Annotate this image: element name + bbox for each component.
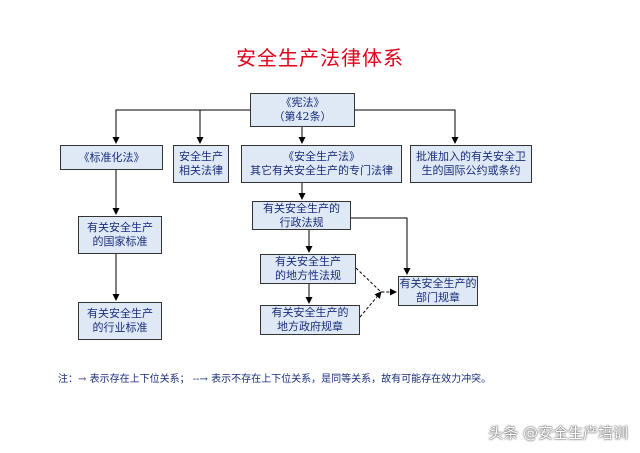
node-local-regulations-line2: 的地方性法规 — [275, 269, 341, 282]
node-local-gov-rules-line2: 地方政府规章 — [277, 320, 343, 333]
node-department-rules-line1: 有关安全生产的 — [399, 277, 477, 290]
node-industry-standards-line2: 的行业标准 — [92, 321, 148, 334]
node-admin-regulations-line1: 有关安全生产的 — [263, 201, 340, 215]
node-industry-standards: 有关安全生产 的行业标准 — [78, 302, 162, 340]
node-department-rules-line2: 部门规章 — [416, 291, 460, 304]
node-constitution-line1: 《宪法》 — [280, 96, 325, 109]
legend-solid-text: 表示存在上下位关系； — [89, 374, 190, 385]
node-conventions-line2: 生的国际公约或条约 — [421, 164, 521, 177]
diagram-title: 安全生产法律体系 — [236, 46, 404, 70]
node-national-standards: 有关安全生产 的国家标准 — [78, 216, 162, 254]
node-conventions-line1: 批准加入的有关安全卫 — [416, 150, 526, 163]
node-related-laws-line2: 相关法律 — [179, 164, 223, 177]
node-standardization-law: 《标准化法》 — [60, 145, 163, 170]
node-local-gov-rules-line1: 有关安全生产的 — [271, 306, 349, 319]
node-safety-law: 《安全生产法》 其它有关安全生产的专门法律 — [241, 145, 402, 183]
node-local-gov-rules: 有关安全生产的 地方政府规章 — [260, 305, 360, 335]
node-safety-law-line1: 《安全生产法》 — [283, 150, 360, 163]
node-national-standards-line2: 的国家标准 — [92, 235, 148, 248]
node-admin-regulations-line2: 行政法规 — [279, 215, 324, 229]
watermark: 头条 @安全生产培训 — [488, 424, 628, 442]
node-constitution: 《宪法》 （第42条） — [250, 93, 355, 127]
node-admin-regulations: 有关安全生产的 行政法规 — [252, 201, 351, 230]
connector-admin-department — [351, 217, 411, 275]
node-local-regulations: 有关安全生产 的地方性法规 — [260, 254, 356, 284]
node-national-standards-line1: 有关安全生产 — [87, 221, 153, 234]
connector-constitution-right — [355, 109, 459, 144]
node-industry-standards-line1: 有关安全生产 — [87, 307, 153, 320]
legend-solid-arrow-icon: → — [78, 374, 87, 385]
node-related-laws-line1: 安全生产 — [179, 150, 223, 163]
legend-prefix: 注： — [58, 374, 78, 385]
node-department-rules: 有关安全生产的 部门规章 — [398, 276, 478, 306]
node-conventions: 批准加入的有关安全卫 生的国际公约或条约 — [410, 145, 532, 183]
connector-constitution-left — [112, 109, 250, 144]
node-related-laws: 安全生产 相关法律 — [173, 145, 229, 183]
legend-dashed-arrow-icon: --→ — [192, 374, 208, 385]
node-constitution-line2: （第42条） — [273, 110, 332, 123]
node-safety-law-line2: 其它有关安全生产的专门法律 — [250, 164, 393, 177]
node-standardization-law-line1: 《标准化法》 — [78, 150, 145, 164]
legend-dashed-text: 表示不存在上下位关系，是同等关系，故有可能存在效力冲突。 — [211, 374, 492, 385]
dashed-local-department — [355, 267, 397, 296]
dashed-govrules-department — [359, 291, 382, 318]
legend-note: 注：→ 表示存在上下位关系； --→ 表示不存在上下位关系，是同等关系，故有可能… — [58, 370, 491, 385]
node-local-regulations-line1: 有关安全生产 — [275, 255, 341, 268]
